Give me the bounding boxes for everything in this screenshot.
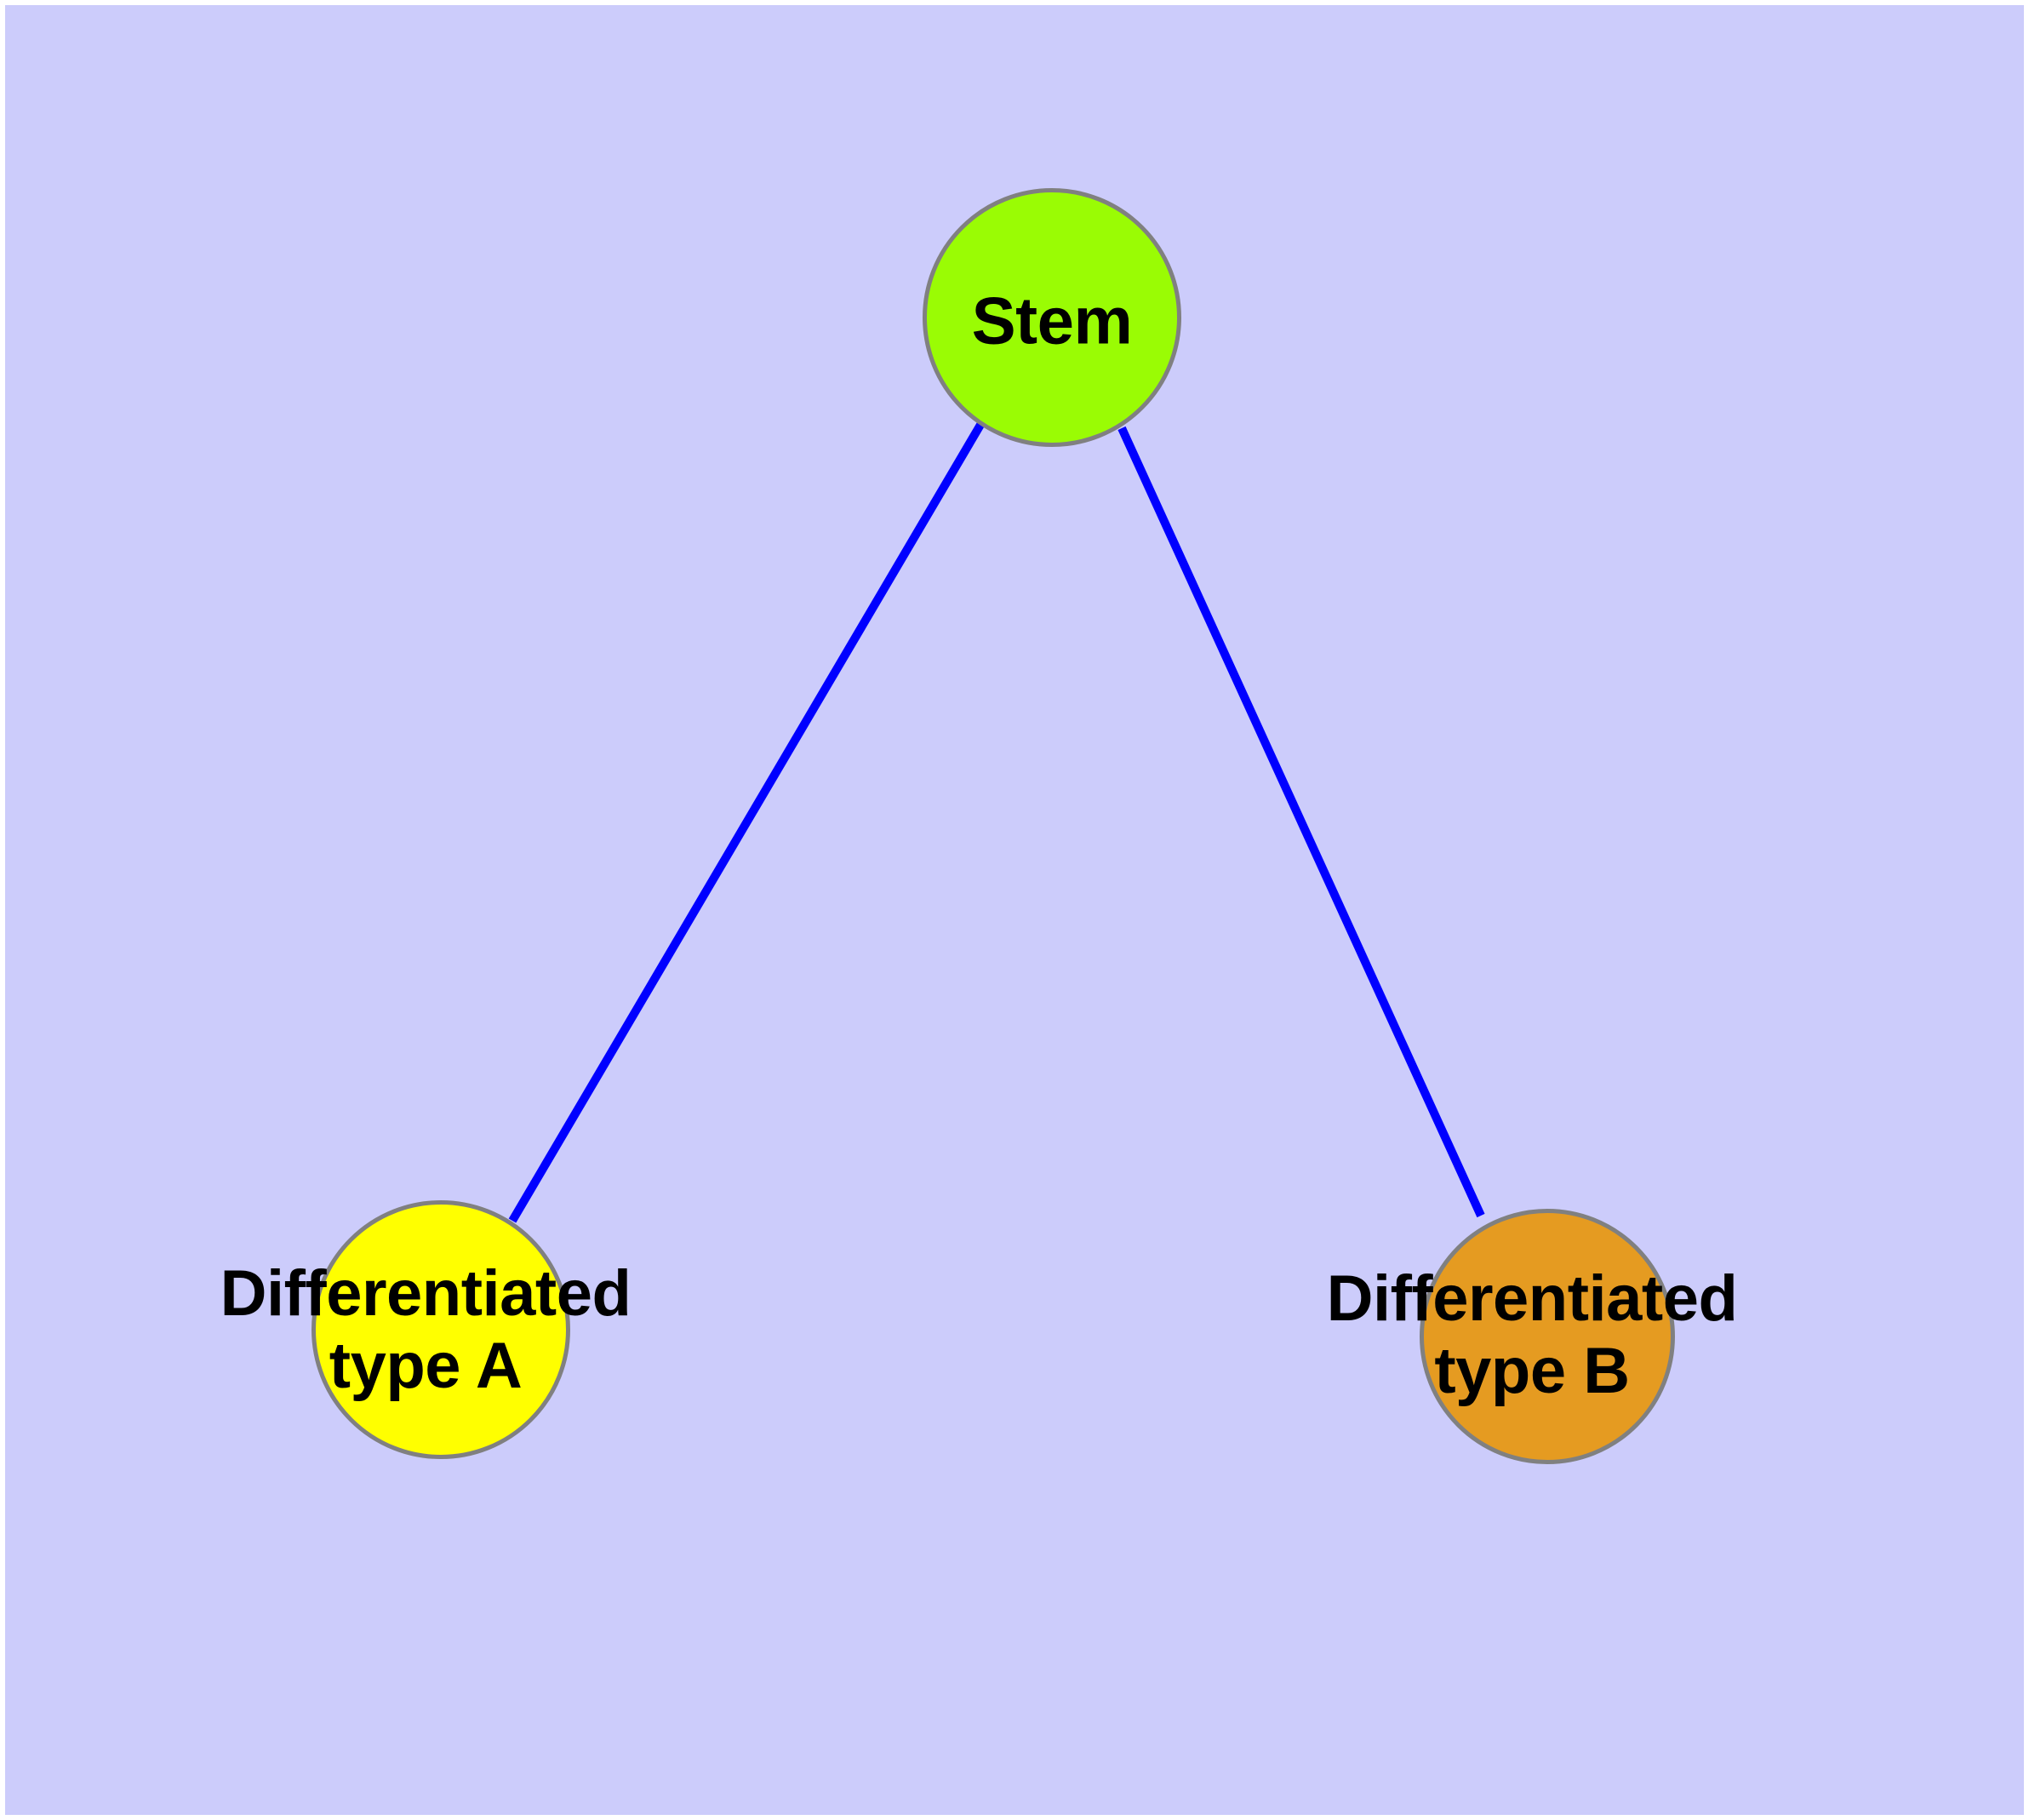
edge-stem-to-differentiated-type-a[interactable]: [508, 422, 985, 1223]
edge-stem-to-differentiated-type-b[interactable]: [1117, 426, 1485, 1218]
node-layer: [311, 188, 1675, 1464]
edge-layer: [508, 422, 1485, 1223]
node-differentiated-type-b[interactable]: [1420, 1209, 1675, 1464]
node-differentiated-type-a[interactable]: [311, 1200, 570, 1459]
node-stem[interactable]: [923, 188, 1181, 447]
